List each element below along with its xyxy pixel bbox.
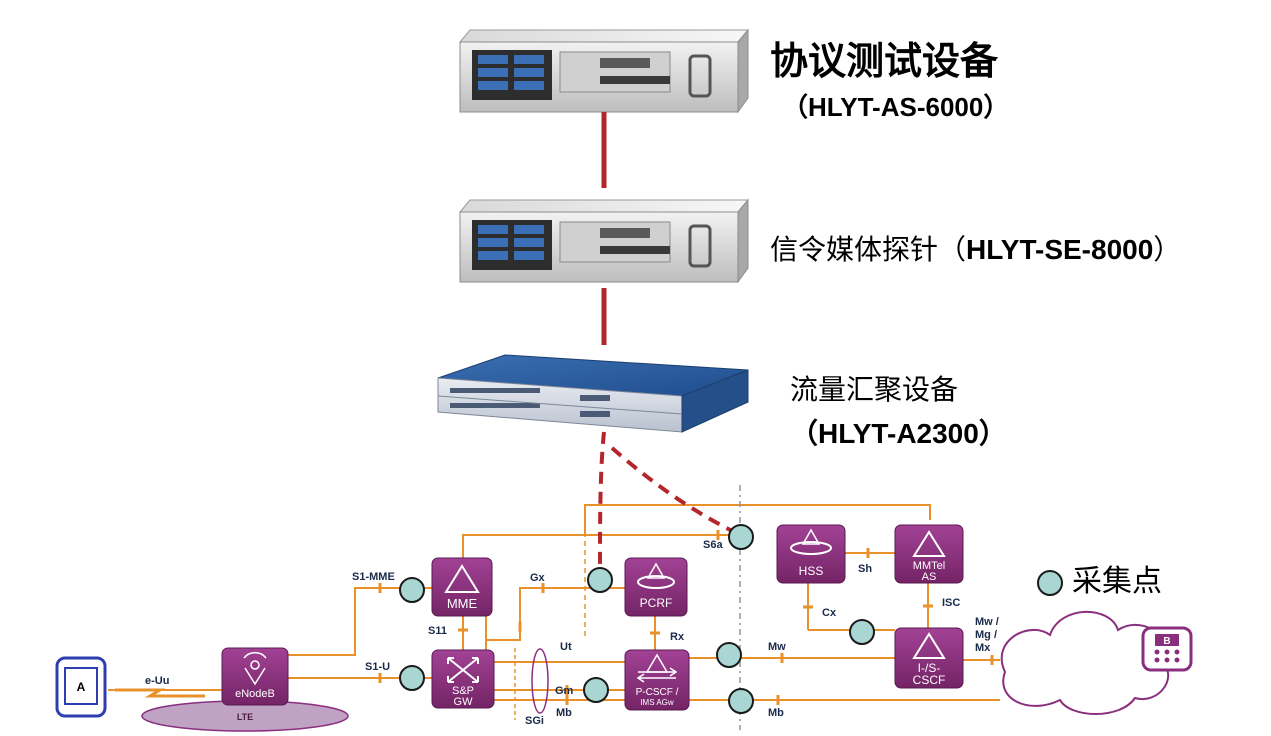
ue-b-phone-icon: [1141, 626, 1193, 672]
pcscf-node: [624, 649, 690, 711]
test-device-model: （HLYT-AS-6000）: [782, 92, 1010, 122]
capture-point: [583, 677, 609, 703]
capture-point: [728, 688, 754, 714]
traffic-aggregation-device: [437, 354, 749, 433]
ue-b-label: B: [1163, 636, 1170, 647]
protocol-test-server: [458, 28, 750, 114]
mb-label-2: Mb: [768, 707, 784, 719]
sgw-node: [431, 649, 495, 709]
s11-label: S11: [428, 625, 447, 637]
test-device-name: 协议测试设备: [770, 39, 999, 83]
ut-label: Ut: [560, 641, 572, 653]
sgw-label-line2: GW: [454, 696, 474, 708]
capture-point: [399, 665, 425, 691]
network-links: [108, 504, 1000, 701]
mmtel-label-line2: AS: [922, 571, 937, 583]
gm-label: Gm: [555, 685, 574, 697]
interface-ticks: [378, 530, 994, 705]
pcrf-node: [624, 557, 688, 617]
probe-device-caption: 信令媒体探针（HLYT-SE-8000）: [770, 236, 1181, 264]
probe-tap-line: [598, 431, 606, 571]
capture-point: [728, 524, 754, 550]
mw-label: Mw: [768, 641, 786, 653]
hss-node: [776, 524, 846, 584]
isc-label: ISC: [942, 597, 960, 609]
cscf-label-line2: CSCF: [913, 673, 946, 687]
capture-points: [399, 524, 1063, 714]
sh-label: Sh: [858, 563, 872, 575]
cscf-node: [894, 627, 964, 689]
enodeb-node: [221, 647, 289, 706]
ue-a-label: A: [77, 680, 86, 694]
capture-point: [849, 619, 875, 645]
gx-label: Gx: [530, 572, 546, 584]
probe-tap-line: [610, 446, 741, 537]
s1u-label: S1-U: [365, 661, 390, 673]
s1mme-label: S1-MME: [352, 571, 395, 583]
mmtel-as-node: [894, 524, 964, 584]
mmtel-label-line1: MMTel: [913, 560, 945, 572]
sgi-interface-ring: [531, 648, 549, 714]
capture-point: [587, 567, 613, 593]
aggregation-device-model: （HLYT-A2300）: [790, 418, 1007, 449]
legend-label: 采集点: [1072, 564, 1162, 599]
euu-label: e-Uu: [145, 675, 169, 687]
cx-label: Cx: [822, 607, 837, 619]
cscf-label-line1: I-/S-: [918, 661, 941, 675]
mme-node: [431, 557, 493, 617]
s6a-label: S6a: [703, 539, 723, 551]
pcrf-label: PCRF: [640, 596, 673, 610]
probe-device-suffix: ）: [1153, 233, 1182, 266]
mme-label: MME: [447, 596, 478, 611]
probe-device-model: HLYT-SE-8000: [966, 234, 1154, 265]
signaling-probe-server: [458, 198, 750, 284]
probe-device-name: 信令媒体探针（: [770, 233, 967, 266]
mwmgmx-label-line1: Mw /: [975, 616, 999, 628]
rx-label: Rx: [670, 631, 685, 643]
pcscf-label-line2: IMS AGw: [640, 698, 674, 707]
radio-link-icon: [115, 688, 205, 698]
lte-label: LTE: [237, 712, 253, 722]
sgi-label: SGi: [525, 715, 544, 727]
pcscf-label-line1: P-CSCF /: [636, 687, 679, 698]
mb-label-1: Mb: [556, 707, 572, 719]
hss-label: HSS: [799, 564, 824, 578]
ue-a-device-icon: [55, 656, 107, 718]
enodeb-label: eNodeB: [235, 688, 275, 700]
capture-point: [716, 642, 742, 668]
mwmgmx-label-line3: Mx: [975, 642, 991, 654]
sgw-label-line1: S&P: [452, 685, 474, 697]
capture-point: [399, 577, 425, 603]
mwmgmx-label-line2: Mg /: [975, 629, 997, 641]
legend-capture-point-icon: [1037, 570, 1063, 596]
aggregation-device-name: 流量汇聚设备: [790, 373, 959, 406]
